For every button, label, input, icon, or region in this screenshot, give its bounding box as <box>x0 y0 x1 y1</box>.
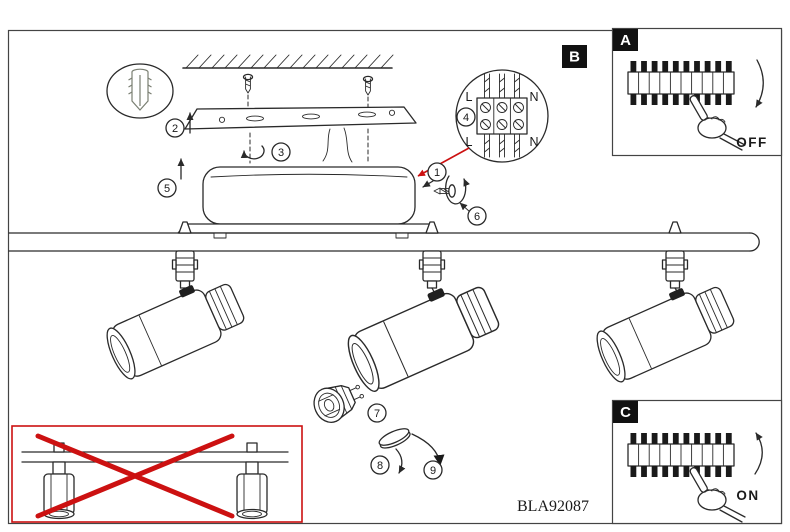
svg-text:3: 3 <box>278 147 284 159</box>
base-plate <box>177 223 439 234</box>
terminal-label-n-bottom: N <box>529 135 538 149</box>
anchor-detail-circle <box>106 63 174 119</box>
rotate-arrow-icon-step3 <box>240 145 265 160</box>
red-callout-arrow <box>417 147 470 177</box>
panel-a-label: A <box>620 32 631 49</box>
svg-text:B: B <box>569 49 580 66</box>
step-badge-8: 8 <box>370 455 390 475</box>
step-badge-3: 3 <box>271 142 291 162</box>
canopy <box>177 166 439 239</box>
terminal-label-n-top: N <box>529 90 538 104</box>
ceiling-hatch <box>182 54 394 69</box>
svg-text:5: 5 <box>164 183 170 195</box>
svg-text:4: 4 <box>463 112 469 124</box>
arrow-icon-step1 <box>422 180 434 188</box>
rotation-arrow-icon <box>445 175 470 205</box>
twist-arrow-icon-step8 <box>395 448 406 474</box>
step-badge-6: 6 <box>467 206 487 226</box>
red-cross-icon <box>35 433 235 519</box>
wall-plug-icon <box>128 68 152 111</box>
svg-text:7: 7 <box>374 408 380 420</box>
terminal-block <box>476 73 528 158</box>
svg-text:8: 8 <box>377 460 383 472</box>
screw-icon-right <box>362 75 374 110</box>
wire-leads <box>322 127 353 163</box>
svg-text:2: 2 <box>172 123 178 135</box>
switch-off-arrow-icon <box>755 59 764 108</box>
step-badge-9: 9 <box>423 460 443 480</box>
on-text: ON <box>736 488 759 503</box>
panel-c: C ON <box>611 399 783 525</box>
track-bar <box>8 232 760 252</box>
step-badge-1: 1 <box>427 162 447 182</box>
terminal-detail-circle: L N L N <box>455 69 549 163</box>
lock-screw-icon <box>433 184 456 198</box>
step-badge-7: 7 <box>367 403 387 423</box>
step-badge-5: 5 <box>157 178 177 198</box>
label-b-badge: B <box>562 45 587 68</box>
mounting-bracket <box>184 106 417 130</box>
step-badge-2: 2 <box>165 118 185 138</box>
bold-arrow-icon-step9 <box>411 433 445 466</box>
panel-a-label-badge <box>613 29 638 51</box>
gu10-bulb-icon <box>313 384 365 423</box>
switch-on-arrow-icon <box>754 432 763 475</box>
trim-ring-icon <box>378 428 411 449</box>
off-text: OFF <box>736 135 768 150</box>
svg-text:9: 9 <box>430 465 436 477</box>
step-badge-4: 4 <box>456 107 476 127</box>
panel-a: A OFF <box>611 27 783 157</box>
arrow-icon-step6 <box>459 202 471 213</box>
svg-text:6: 6 <box>474 211 480 223</box>
terminal-label-l-top: L <box>466 90 473 104</box>
screw-icon-left <box>242 73 254 111</box>
panel-c-label-badge <box>613 401 638 423</box>
svg-text:1: 1 <box>434 167 440 179</box>
wrong-installation-inset <box>11 425 303 523</box>
terminal-label-l-bottom: L <box>466 135 473 149</box>
panel-c-label: C <box>620 404 631 421</box>
model-number: BLA92087 <box>517 498 589 515</box>
mini-spotlight-2 <box>236 461 268 520</box>
